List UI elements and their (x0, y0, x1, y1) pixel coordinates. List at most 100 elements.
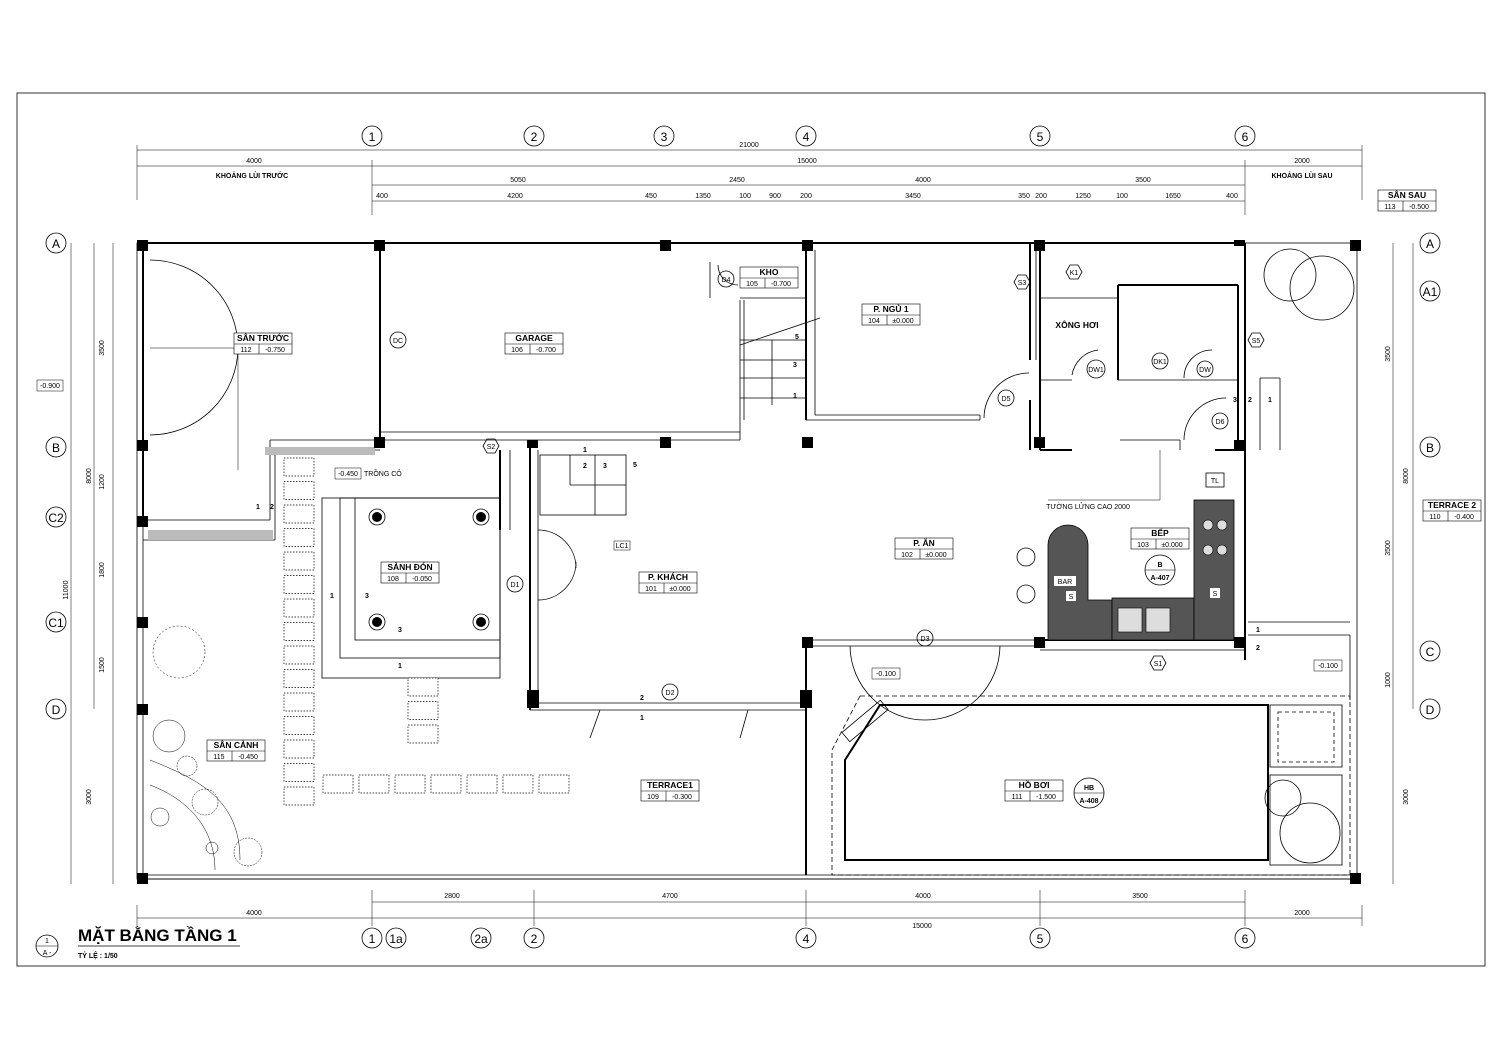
stepping-stone (283, 481, 315, 500)
dim-left: 3500 (99, 340, 106, 356)
grid-left-a: A (52, 237, 60, 251)
room-code: 103 (1137, 542, 1149, 549)
rear-step: 2 (1256, 645, 1260, 652)
stepping-stone (407, 724, 439, 744)
room-code: 113 (1384, 204, 1395, 211)
dim-row2: 2450 (729, 177, 745, 184)
dim-bottom-right: 2000 (1294, 910, 1310, 917)
bar-label: BAR (1058, 579, 1072, 586)
grid-left: A B C2 C1 D 11000 8000 3500 1200 1800 15… (36, 232, 114, 884)
tag-s5: S5 (1252, 338, 1261, 345)
room-level: -0.500 (1409, 204, 1429, 211)
sauna-label: XÔNG HƠI (1055, 319, 1098, 330)
stepping-stone (407, 701, 439, 720)
stepping-stone (283, 645, 315, 665)
stepping-stone (430, 774, 462, 794)
front-setback-label: KHOẢNG LÙI TRƯỚC (216, 171, 288, 180)
section-callouts: B A-407 HB A-408 (1073, 554, 1176, 809)
callout-pool-bottom: A-408 (1079, 798, 1098, 805)
kitchen-counter: BAR S S (1016, 499, 1235, 641)
room-level: ±0.000 (892, 318, 913, 325)
room-name: P. KHÁCH (648, 572, 688, 582)
rear-step: 1 (1256, 627, 1260, 634)
tag-s3: S3 (1018, 280, 1027, 287)
dim-row3: 1650 (1165, 193, 1181, 200)
room-code: 110 (1429, 514, 1440, 521)
sink-s-label: S (1069, 594, 1074, 601)
tl-label: TL (1211, 478, 1219, 485)
stair-step: 3 (793, 362, 797, 369)
terrace-level-mark: -0.100 (876, 671, 896, 678)
room-name: HỒ BƠI (1019, 779, 1050, 790)
room-code: 101 (645, 586, 657, 593)
sanh-step: 1 (398, 663, 402, 670)
garden-step: 2 (270, 504, 274, 511)
dim-right-a: 8000 (1403, 468, 1410, 484)
left-level: -0.900 (40, 383, 60, 390)
stepping-stone (283, 598, 315, 618)
room-code: 109 (647, 794, 659, 801)
room-level: ±0.000 (925, 552, 946, 559)
callout-pool-top: HB (1084, 785, 1094, 792)
room-name: BẾP (1151, 528, 1169, 538)
stepping-stone (283, 716, 315, 735)
dim-left-total: 11000 (63, 580, 70, 599)
grid-right-a1: A1 (1423, 285, 1438, 299)
room-code: 102 (901, 552, 913, 559)
dim-bottom: 4700 (662, 893, 678, 900)
sanh-step: 1 (330, 593, 334, 600)
dim-row3: 200 (800, 193, 812, 200)
door-swings (149, 259, 1227, 739)
grid-bottom-4: 4 (803, 932, 810, 946)
stepping-stone (538, 774, 570, 794)
dim-right: 3500 (1385, 540, 1392, 556)
room-level: -0.750 (265, 347, 285, 354)
dim-row3: 4200 (507, 193, 523, 200)
stepping-stone (283, 786, 315, 806)
drawing-scale: TỶ LỆ : 1/50 (78, 951, 118, 960)
room-labels: SÂN TRƯỚC112-0.750GARAGE106-0.700KHO105-… (206, 189, 1482, 802)
dim-bottom-total: 15000 (912, 923, 932, 930)
tag-lc1: LC1 (616, 543, 629, 550)
grid-top-5: 5 (1037, 130, 1044, 144)
title-ref-bottom: A - (43, 950, 52, 957)
tag-dw: DW (1199, 367, 1211, 374)
dim-row3: 400 (1226, 193, 1238, 200)
drawing-title: MẶT BẰNG TẦNG 1 (78, 926, 237, 945)
room-name: GARAGE (515, 333, 553, 343)
stepping-stone (466, 774, 498, 794)
room-name: P. ĂN (913, 538, 935, 548)
tag-dk1: DK1 (1153, 359, 1167, 366)
dim-left-a: 8000 (86, 468, 93, 484)
stair-step: 5 (795, 334, 799, 341)
grid-top-3: 3 (661, 130, 668, 144)
tag-k1: K1 (1070, 270, 1079, 277)
half-wall-note: TƯỜNG LỬNG CAO 2000 (1046, 502, 1130, 511)
service-step: 3 (1233, 397, 1237, 404)
grass-level: -0.450 (338, 471, 358, 478)
callout-kitchen-top: B (1157, 562, 1162, 569)
tag-dw1: DW1 (1088, 367, 1104, 374)
entry-step: 3 (603, 463, 607, 470)
dim-bottom-left: 4000 (246, 910, 262, 917)
dim-left: 3000 (86, 789, 93, 805)
sheet-border (16, 92, 1486, 967)
dim-right: 3000 (1403, 789, 1410, 805)
terrace-step: 2 (640, 695, 644, 702)
room-name: TERRACE1 (647, 780, 693, 790)
dim-row3: 350 (1018, 193, 1030, 200)
tag-dc: DC (393, 338, 403, 345)
dim-row3: 3450 (905, 193, 921, 200)
terrace-step: 1 (640, 715, 644, 722)
dim-row3: 1250 (1075, 193, 1091, 200)
room-code: 115 (213, 754, 224, 761)
column-lights (368, 508, 490, 631)
dim-row3: 450 (645, 193, 657, 200)
dim-row3: 100 (1116, 193, 1128, 200)
entry-step: 5 (633, 462, 637, 469)
room-level: -0.300 (672, 794, 692, 801)
dim-right: 3500 (1385, 346, 1392, 362)
